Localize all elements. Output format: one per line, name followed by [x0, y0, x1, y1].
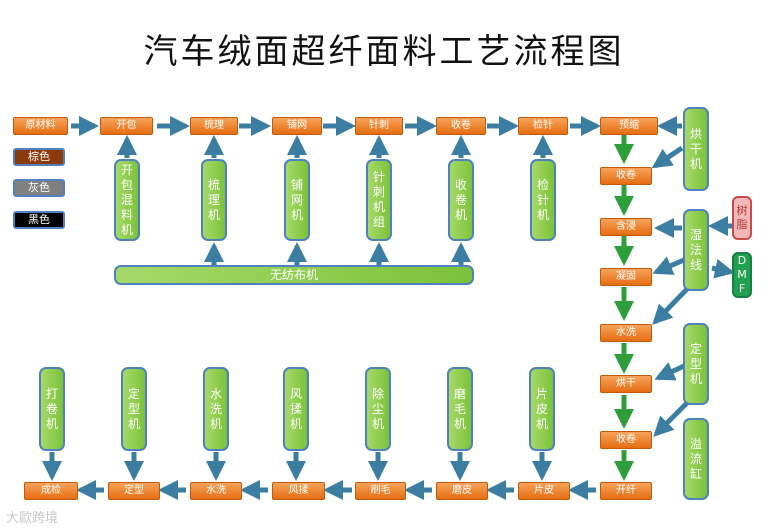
legend-brown: 棕色 — [13, 148, 65, 166]
step-setting: 定型 — [108, 482, 160, 500]
step-wind-3: 收卷 — [600, 431, 652, 449]
machine-dryer: 烘干机 — [683, 107, 709, 191]
step-fiber-split: 开纤 — [600, 482, 652, 500]
machine-roll-winder: 打卷机 — [39, 367, 65, 451]
machine-opener-mixer: 开包混料机 — [114, 159, 140, 241]
legend-black: 黑色 — [13, 211, 65, 229]
legend-gray: 灰色 — [13, 179, 65, 197]
machine-wet-line: 湿法线 — [683, 209, 709, 291]
machine-air-tumbler: 风揉机 — [283, 367, 309, 451]
machine-web-layer: 铺网机 — [284, 159, 310, 241]
arrow-dryer-to-wind — [651, 145, 684, 169]
input-dmf: DMF — [732, 252, 752, 298]
step-air-tumble: 风揉 — [272, 482, 325, 500]
page-title: 汽车绒面超纤面料工艺流程图 — [143, 32, 625, 72]
step-needle-check: 检针 — [518, 117, 568, 135]
step-wind-1: 收卷 — [436, 117, 486, 135]
step-sanding: 磨皮 — [436, 482, 488, 500]
step-wind-2: 收卷 — [600, 167, 652, 185]
step-final-inspect: 成检 — [24, 482, 78, 500]
arrow-wet-to-coagulate — [652, 256, 685, 275]
machine-overflow-dyer: 溢流缸 — [683, 418, 709, 500]
machine-setter-2: 定型机 — [121, 367, 147, 451]
machine-dust-remover: 除尘机 — [365, 367, 391, 451]
machine-needle-checker: 检针机 — [530, 159, 556, 241]
step-web-laying: 铺网 — [272, 117, 322, 135]
machine-setter-1: 定型机 — [683, 323, 709, 405]
step-impregnate: 含浸 — [600, 218, 652, 236]
step-wash-1: 水洗 — [600, 324, 652, 342]
step-split-leather: 片皮 — [518, 482, 570, 500]
step-coagulate: 凝固 — [600, 268, 652, 286]
step-preshrink: 预缩 — [600, 117, 658, 135]
step-dry: 烘干 — [600, 375, 652, 393]
machine-nonwoven: 无纺布机 — [114, 265, 474, 285]
step-wash-2: 水洗 — [190, 482, 242, 500]
watermark: 大歐跨境 — [6, 511, 59, 526]
step-brushing: 刷毛 — [355, 482, 406, 500]
arrow-setter-to-dry — [654, 362, 686, 381]
arrow-wet-to-wash — [652, 284, 692, 325]
arrow-overflow-to-wind — [653, 398, 692, 437]
machine-splitter: 片皮机 — [529, 367, 555, 451]
machine-carding: 梳理机 — [201, 159, 227, 241]
machine-winder: 收卷机 — [448, 159, 474, 241]
step-raw-material: 原材料 — [13, 117, 68, 135]
machine-washer: 水洗机 — [203, 367, 229, 451]
step-carding: 梳理 — [190, 117, 238, 135]
arrow-dmf — [711, 258, 735, 279]
machine-needle-punch: 针刺机组 — [366, 159, 392, 241]
machine-sander: 磨毛机 — [447, 367, 473, 451]
step-needle-punch: 针刺 — [355, 117, 403, 135]
input-resin: 树脂 — [732, 196, 752, 240]
step-open-bale: 开包 — [100, 117, 153, 135]
